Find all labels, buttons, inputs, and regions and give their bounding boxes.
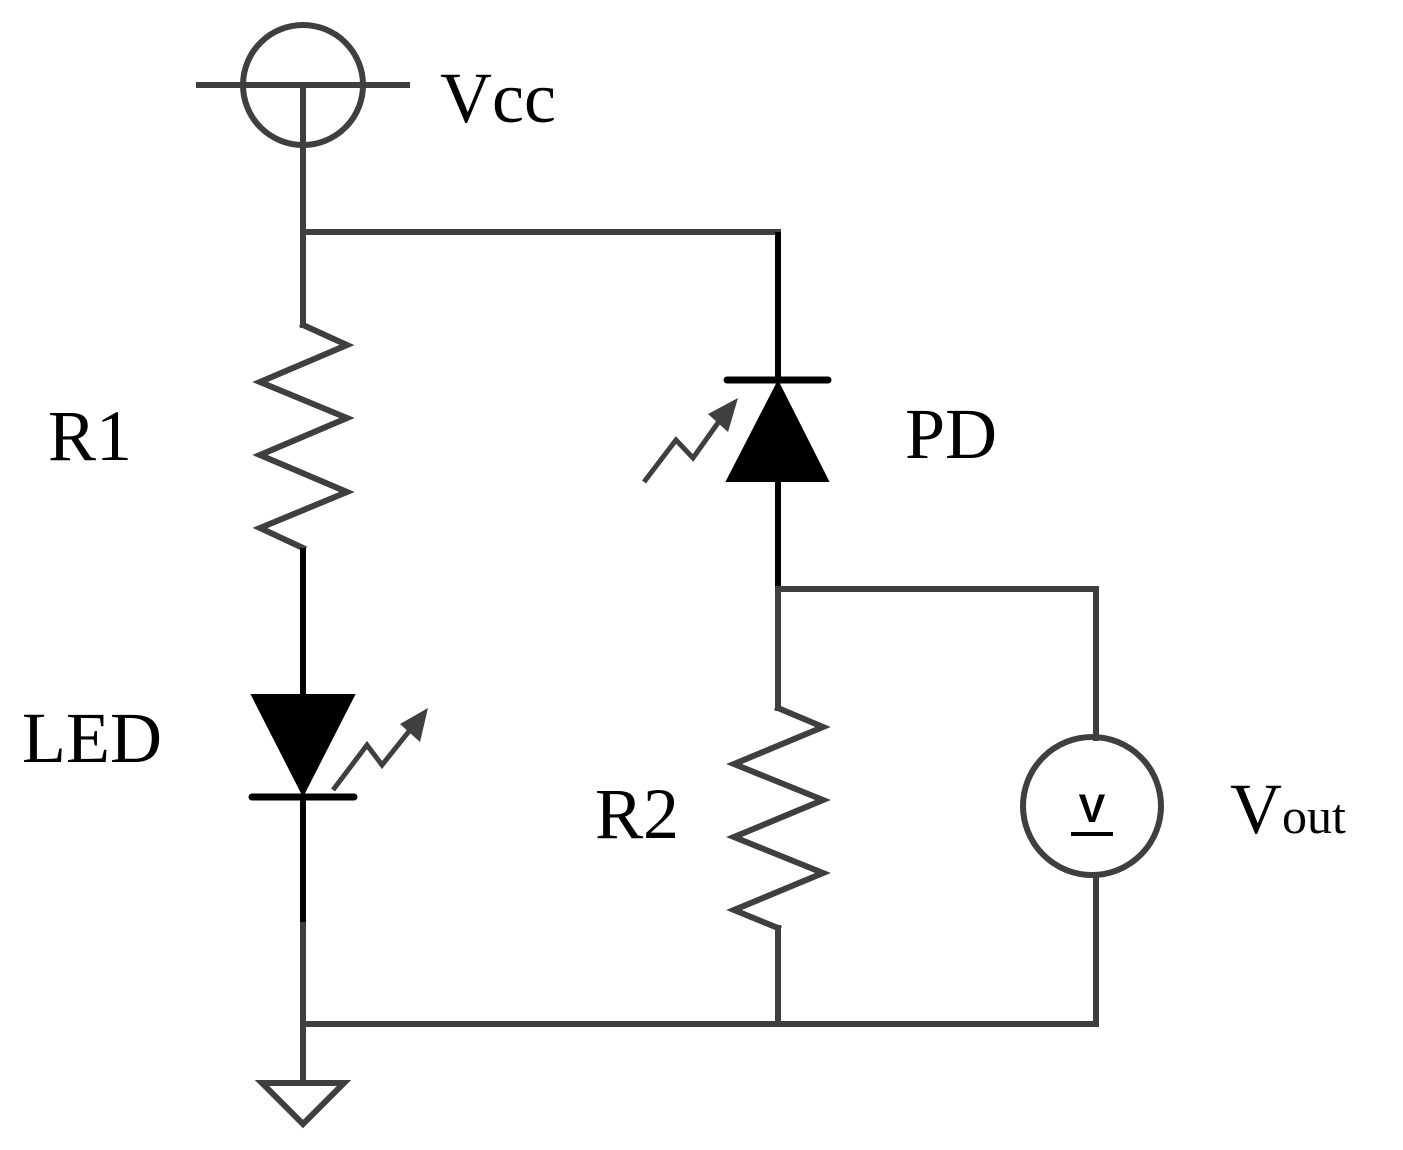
ground-triangle-icon bbox=[254, 1021, 352, 1129]
pd-label: PD bbox=[905, 394, 997, 474]
r1-label: R1 bbox=[48, 396, 132, 476]
r2-resistor bbox=[726, 704, 831, 932]
light-emission-arrow-icon bbox=[331, 708, 428, 792]
vcc-source-circle-icon bbox=[196, 22, 410, 235]
photodiode bbox=[723, 376, 832, 482]
vout-label-main: V bbox=[1230, 769, 1282, 849]
voltmeter-circle-icon: V bbox=[1020, 734, 1164, 878]
vout-label-sub: out bbox=[1282, 788, 1346, 844]
light-reception-arrow-icon bbox=[642, 398, 738, 484]
r1-resistor bbox=[252, 321, 355, 552]
vcc-label: Vcc bbox=[440, 58, 556, 138]
led-label: LED bbox=[22, 698, 162, 778]
voltmeter-symbol: V bbox=[1079, 787, 1106, 831]
r2-label: R2 bbox=[595, 774, 679, 854]
vout-label: Vout bbox=[1230, 769, 1346, 849]
